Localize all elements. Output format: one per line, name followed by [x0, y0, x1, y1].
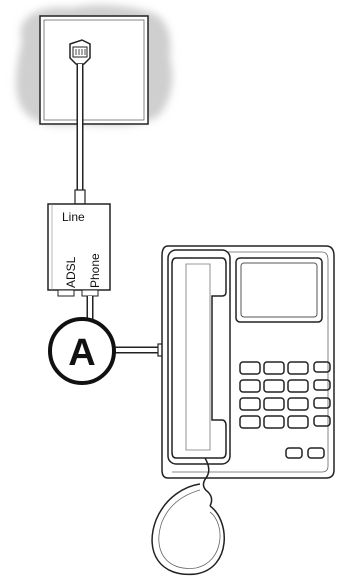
callout-letter: A	[68, 332, 95, 374]
callout-a: A	[48, 317, 116, 385]
handset-cord	[151, 457, 225, 576]
line-cable	[74, 64, 86, 205]
wall-socket	[39, 15, 149, 125]
phone-jack-icon	[69, 39, 91, 65]
phone-label: Phone	[88, 253, 102, 288]
telephone	[161, 245, 335, 479]
splitter: Line ADSL Phone	[47, 203, 111, 297]
adsl-label: ADSL	[64, 256, 78, 288]
keypad	[239, 361, 331, 459]
line-label: Line	[62, 210, 85, 224]
